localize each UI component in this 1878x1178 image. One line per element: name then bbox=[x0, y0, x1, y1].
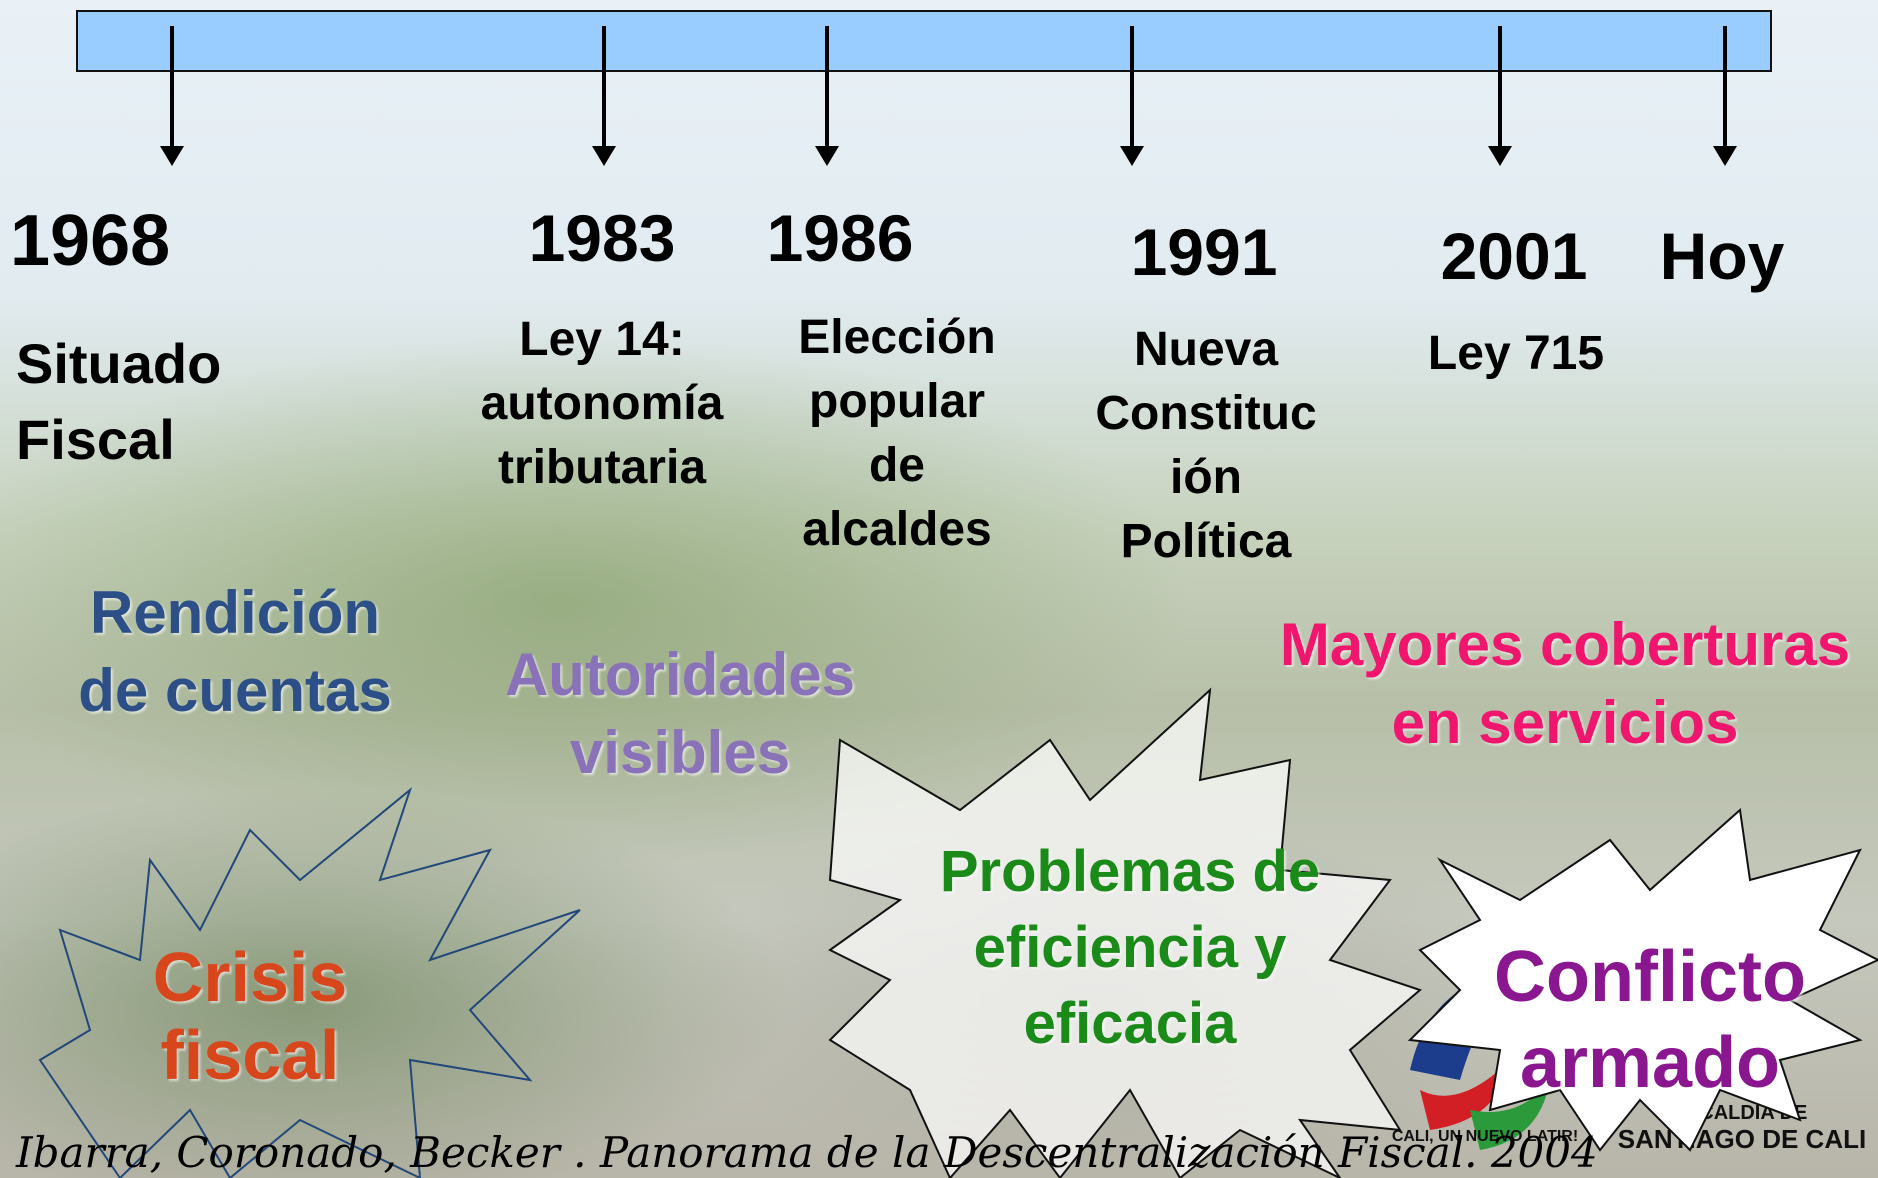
crisis-fiscal: Crisis fiscal bbox=[152, 938, 348, 1094]
timeline-bar bbox=[76, 10, 1772, 72]
autoridades-visibles: Autoridades visibles bbox=[504, 641, 856, 786]
arrow-2001 bbox=[1488, 26, 1512, 166]
desc-1968: Situado Fiscal bbox=[16, 332, 222, 471]
year-hoy: Hoy bbox=[1659, 219, 1785, 293]
citation: Ibarra, Coronado, Becker . Panorama de l… bbox=[16, 1128, 1598, 1177]
rendicion-de-cuentas: Rendición de cuentas bbox=[78, 579, 392, 724]
desc-1986: Elección popular de alcaldes bbox=[798, 311, 996, 556]
arrow-hoy bbox=[1713, 26, 1737, 166]
year-2001: 2001 bbox=[1440, 219, 1588, 293]
arrow-1968 bbox=[160, 26, 184, 166]
logo-line2: SANTIAGO DE CALI bbox=[1617, 1124, 1867, 1154]
desc-1983: Ley 14: autonomía tributaria bbox=[480, 313, 724, 494]
year-1983: 1983 bbox=[528, 201, 676, 275]
arrow-1986 bbox=[815, 26, 839, 166]
year-1986: 1986 bbox=[766, 201, 914, 275]
year-1968: 1968 bbox=[10, 201, 171, 281]
desc-2001: Ley 715 bbox=[1427, 327, 1605, 380]
arrow-1983 bbox=[592, 26, 616, 166]
desc-1991: Nueva Constituc ión Política bbox=[1095, 323, 1317, 568]
mayores-coberturas: Mayores coberturas en servicios bbox=[1279, 611, 1851, 756]
logo-slogan: CALI, UN NUEVO LATIR! bbox=[1391, 1128, 1579, 1145]
year-1991: 1991 bbox=[1130, 215, 1278, 289]
conflicto-armado: Conflicto armado bbox=[1494, 937, 1806, 1103]
arrow-1991 bbox=[1120, 26, 1144, 166]
problemas-eficiencia: Problemas de eficiencia y eficacia bbox=[939, 839, 1321, 1056]
